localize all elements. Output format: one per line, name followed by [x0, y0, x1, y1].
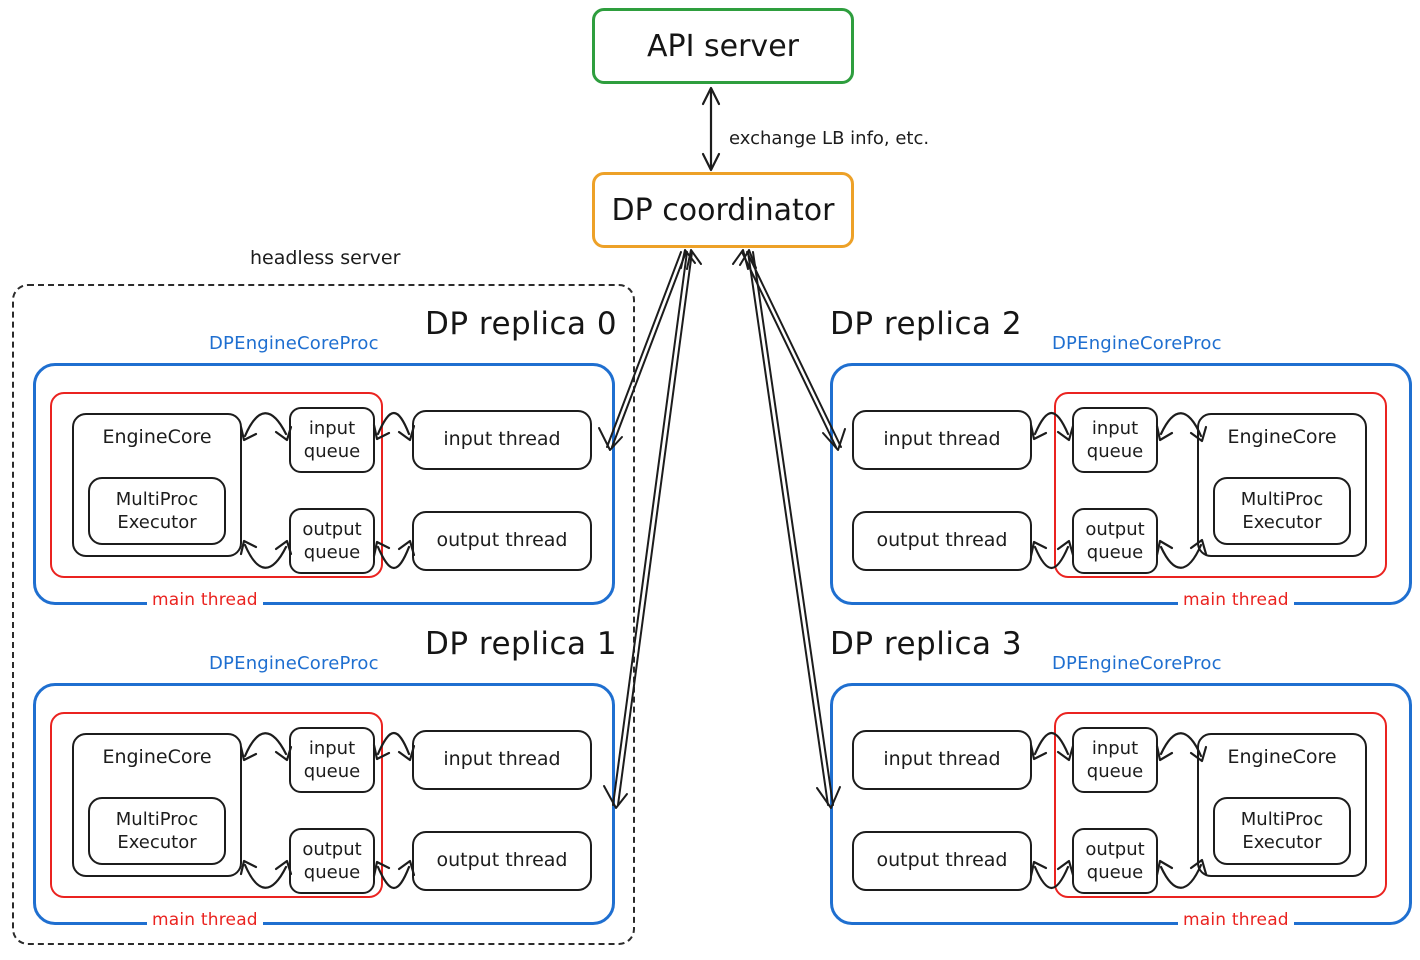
replica-0-output-thread[interactable]: output thread	[412, 511, 592, 571]
replica-0-engine-core-label: EngineCore	[102, 426, 212, 448]
replica-0-input-thread-label: input thread	[443, 428, 561, 451]
dp-coordinator-label: DP coordinator	[611, 192, 835, 228]
replica-2-input-thread[interactable]: input thread	[852, 410, 1032, 470]
replica-0-input-thread[interactable]: input thread	[412, 410, 592, 470]
replica-2-output-thread-label: output thread	[876, 529, 1008, 552]
replica-1-main-thread-label: main thread	[147, 910, 263, 930]
replica-2-input-queue[interactable]: input queue	[1072, 407, 1158, 473]
replica-1-output-queue-label: output queue	[302, 838, 362, 883]
replica-3-main-thread-box[interactable]	[1054, 712, 1387, 898]
replica-3-input-thread-label: input thread	[883, 748, 1001, 771]
replica-1-multiproc-executor[interactable]: MultiProc Executor	[88, 797, 226, 865]
exchange-lb-info-label: exchange LB info, etc.	[729, 128, 930, 149]
replica-0-main-thread-label: main thread	[147, 590, 263, 610]
replica-0-title: DP replica 0	[425, 306, 618, 342]
replica-0-process-label: DPEngineCoreProc	[209, 333, 379, 354]
replica-1-multiproc-executor-label: MultiProc Executor	[115, 808, 199, 853]
replica-3-input-thread[interactable]: input thread	[852, 730, 1032, 790]
api-server-label: API server	[647, 28, 799, 64]
replica-0-input-queue[interactable]: input queue	[289, 407, 375, 473]
replica-1-process-label: DPEngineCoreProc	[209, 653, 379, 674]
replica-2-output-queue-label: output queue	[1085, 518, 1145, 563]
replica-3-title: DP replica 3	[830, 626, 1023, 662]
replica-1-title: DP replica 1	[425, 626, 618, 662]
replica-2-process-label: DPEngineCoreProc	[1052, 333, 1222, 354]
api-server-node[interactable]: API server	[592, 8, 854, 84]
replica-1-input-thread[interactable]: input thread	[412, 730, 592, 790]
replica-3-engine-core-label: EngineCore	[1227, 746, 1337, 768]
replica-1-main-thread-box[interactable]	[50, 712, 383, 898]
replica-3-output-queue[interactable]: output queue	[1072, 828, 1158, 894]
replica-3-input-queue-label: input queue	[1086, 737, 1144, 782]
replica-2-multiproc-executor[interactable]: MultiProc Executor	[1213, 477, 1351, 545]
replica-0-output-queue-label: output queue	[302, 518, 362, 563]
replica-0-multiproc-executor[interactable]: MultiProc Executor	[88, 477, 226, 545]
replica-1-output-queue[interactable]: output queue	[289, 828, 375, 894]
replica-1-input-thread-label: input thread	[443, 748, 561, 771]
replica-0-main-thread-box[interactable]	[50, 392, 383, 578]
replica-2-input-queue-label: input queue	[1086, 417, 1144, 462]
replica-3-output-thread-label: output thread	[876, 849, 1008, 872]
replica-2-output-queue[interactable]: output queue	[1072, 508, 1158, 574]
dp-coordinator-node[interactable]: DP coordinator	[592, 172, 854, 248]
replica-1-engine-core-label: EngineCore	[102, 746, 212, 768]
replica-3-multiproc-executor-label: MultiProc Executor	[1240, 808, 1324, 853]
replica-0-output-queue[interactable]: output queue	[289, 508, 375, 574]
replica-3-process-label: DPEngineCoreProc	[1052, 653, 1222, 674]
replica-2-main-thread-box[interactable]	[1054, 392, 1387, 578]
replica-2-title: DP replica 2	[830, 306, 1023, 342]
replica-0-output-thread-label: output thread	[436, 529, 568, 552]
replica-1-output-thread-label: output thread	[436, 849, 568, 872]
replica-2-output-thread[interactable]: output thread	[852, 511, 1032, 571]
replica-1-input-queue-label: input queue	[303, 737, 361, 782]
replica-0-multiproc-executor-label: MultiProc Executor	[115, 488, 199, 533]
replica-1-input-queue[interactable]: input queue	[289, 727, 375, 793]
replica-0-input-queue-label: input queue	[303, 417, 361, 462]
replica-3-input-queue[interactable]: input queue	[1072, 727, 1158, 793]
edge-api-coordinator	[701, 86, 721, 172]
replica-3-output-queue-label: output queue	[1085, 838, 1145, 883]
replica-3-multiproc-executor[interactable]: MultiProc Executor	[1213, 797, 1351, 865]
replica-2-engine-core-label: EngineCore	[1227, 426, 1337, 448]
replica-2-input-thread-label: input thread	[883, 428, 1001, 451]
edge-coordinator-replica-3	[739, 249, 841, 809]
replica-2-multiproc-executor-label: MultiProc Executor	[1240, 488, 1324, 533]
edge-coordinator-replica-2	[732, 249, 846, 451]
headless-server-label: headless server	[250, 247, 401, 269]
replica-2-main-thread-label: main thread	[1178, 590, 1294, 610]
replica-1-output-thread[interactable]: output thread	[412, 831, 592, 891]
replica-3-main-thread-label: main thread	[1178, 910, 1294, 930]
replica-3-output-thread[interactable]: output thread	[852, 831, 1032, 891]
